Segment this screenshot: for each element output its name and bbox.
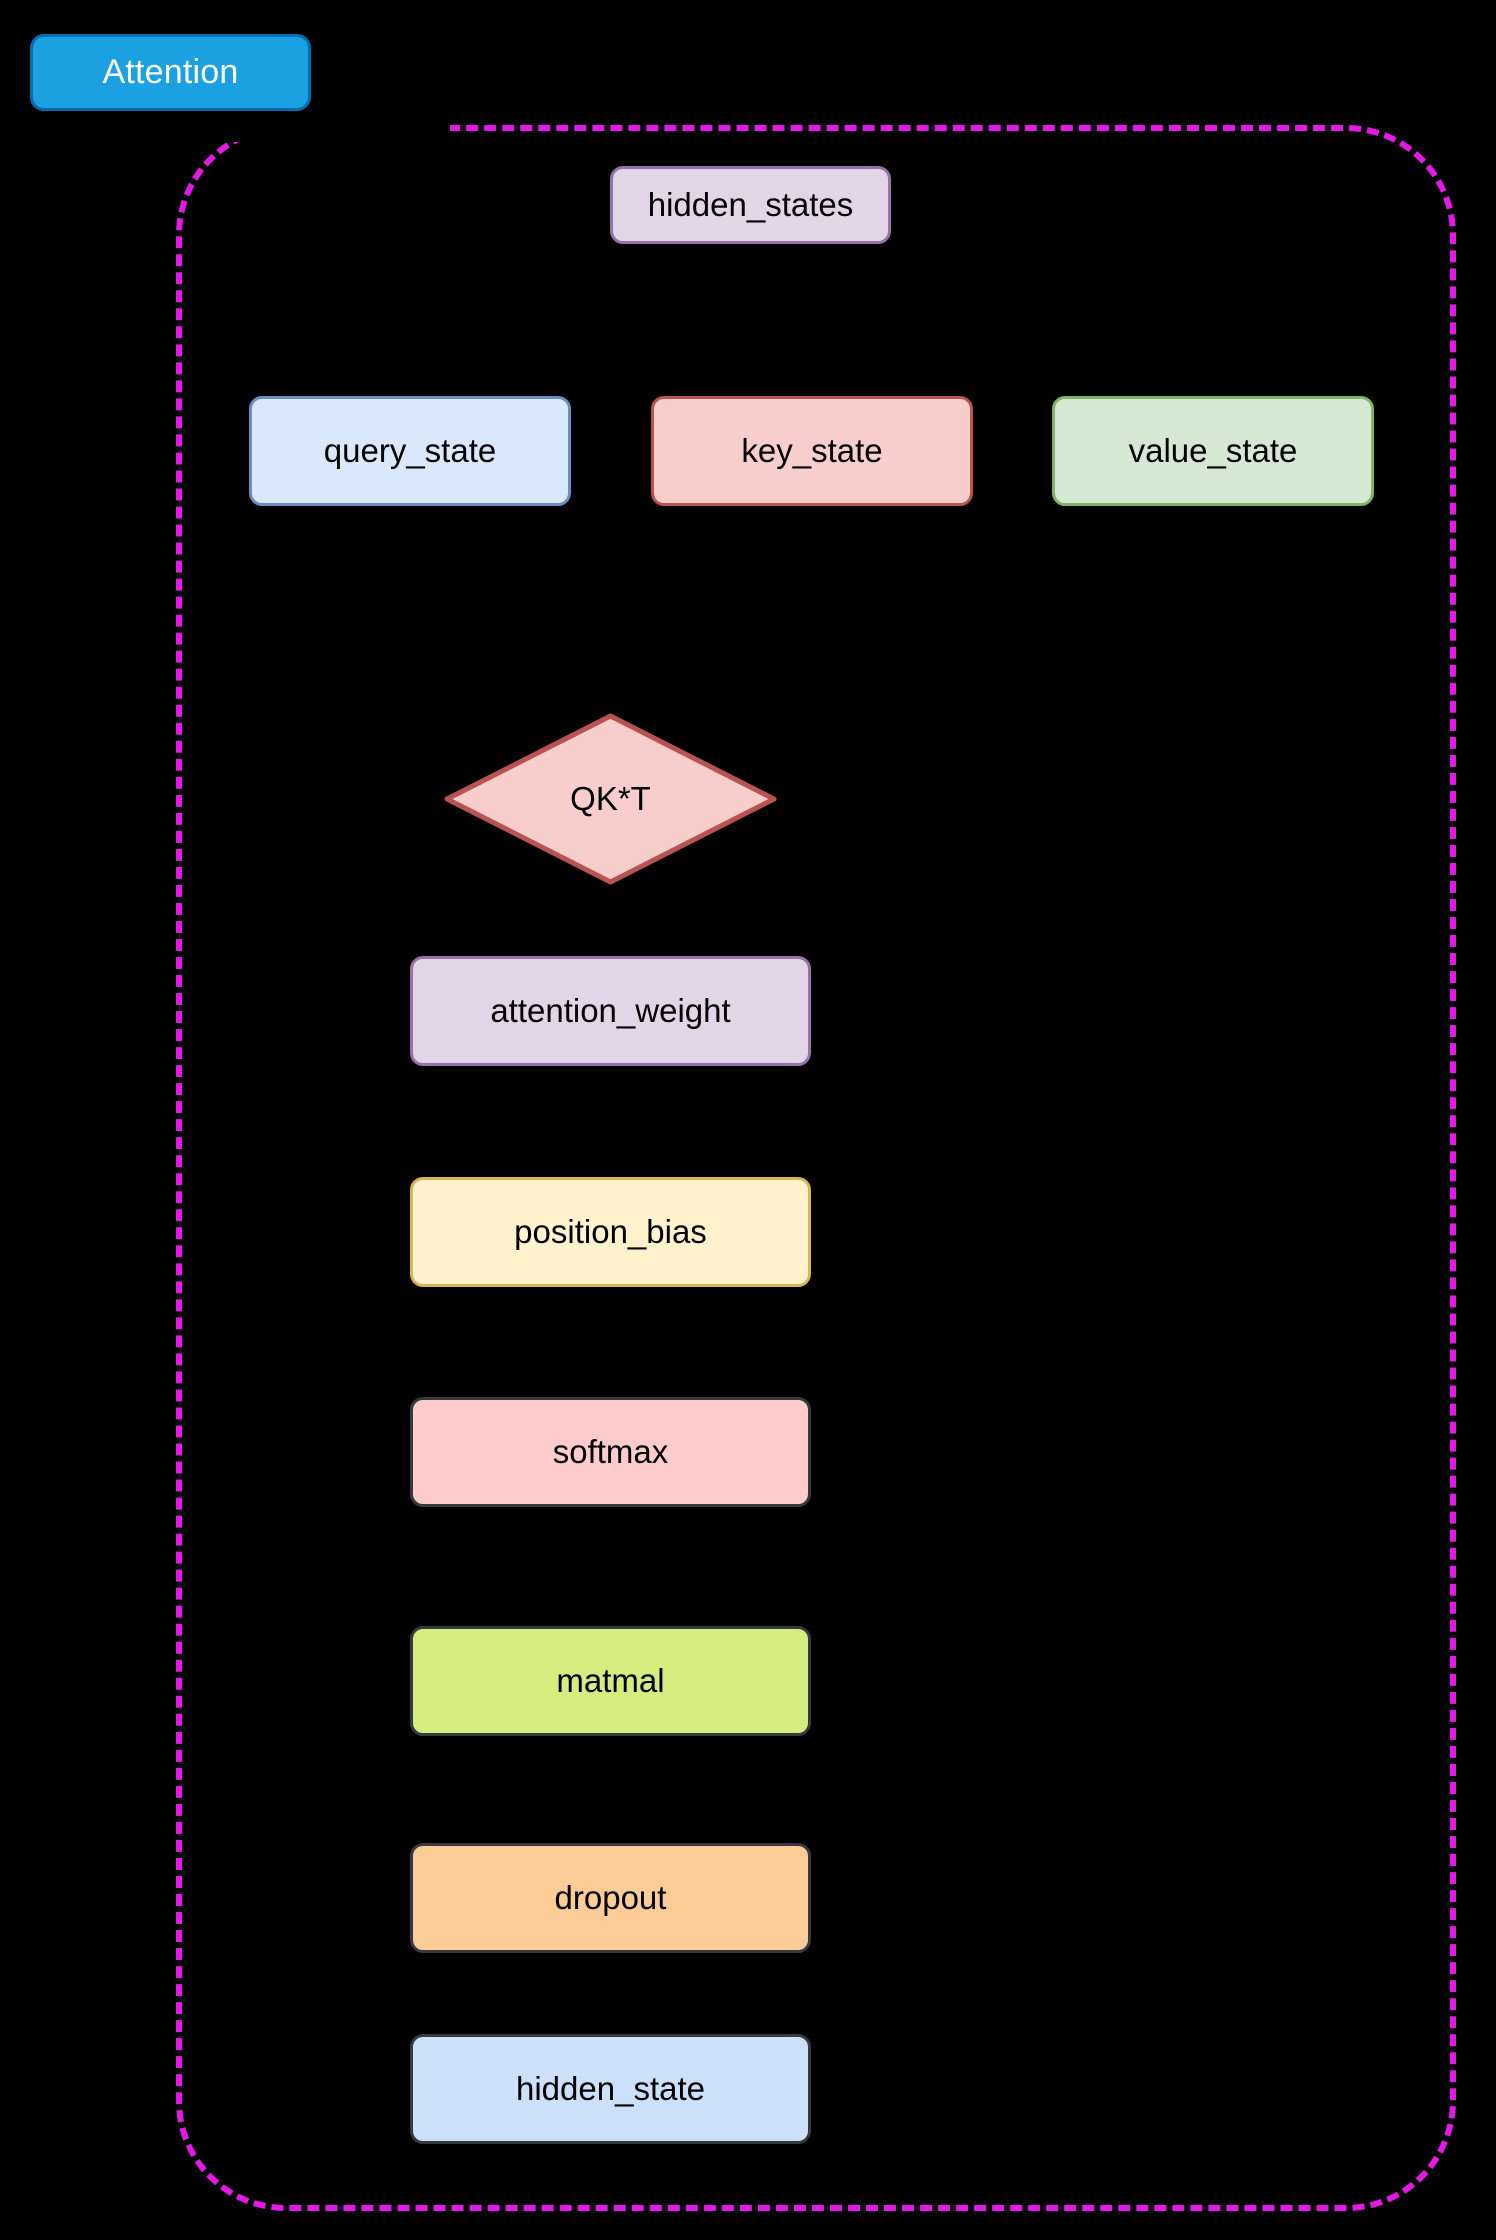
node-qkt-label: QK*T <box>570 780 651 817</box>
diamond-shape <box>444 713 777 885</box>
node-hidden-state[interactable]: hidden_state <box>410 2034 811 2144</box>
group-title-attention[interactable]: Attention <box>30 34 311 111</box>
node-position-bias[interactable]: position_bias <box>410 1177 811 1287</box>
node-value-state[interactable]: value_state <box>1052 396 1374 506</box>
node-dropout[interactable]: dropout <box>410 1843 811 1953</box>
node-qkt-diamond[interactable]: QK*T <box>444 713 777 885</box>
node-matmal[interactable]: matmal <box>410 1626 811 1736</box>
node-key-state[interactable]: key_state <box>651 396 973 506</box>
node-attention-weight[interactable]: attention_weight <box>410 956 811 1066</box>
node-query-state[interactable]: query_state <box>249 396 571 506</box>
attention-group-boundary <box>176 125 1456 2211</box>
node-hidden-states[interactable]: hidden_states <box>610 166 891 244</box>
node-softmax[interactable]: softmax <box>410 1397 811 1507</box>
